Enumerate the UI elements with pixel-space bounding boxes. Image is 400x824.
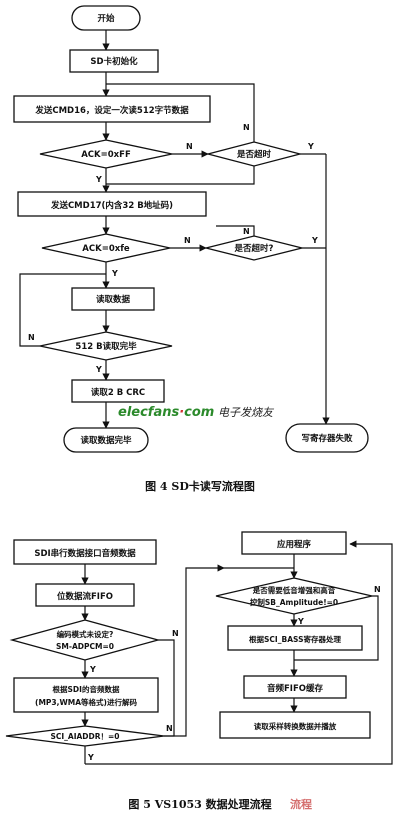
timeout2-yes-label: Y <box>311 236 318 245</box>
check-512-yes-label: Y <box>95 365 102 374</box>
bass-decision <box>215 577 373 615</box>
ack-ff-label: ACK=0xFF <box>81 150 131 160</box>
write-fail-label: 写寄存器失败 <box>301 433 353 444</box>
cmd16-label: 发送CMD16，设定一次读512字节数据 <box>34 105 189 116</box>
sci-aiaddr-yes-label: Y <box>87 753 94 762</box>
watermark-brand: elecfans <box>118 405 179 420</box>
ack-ff-yes-label: Y <box>95 175 102 184</box>
check-512-label: 512 B读取完毕 <box>75 341 137 352</box>
figure-4-caption: 图 4 SD卡读写流程图 <box>145 479 255 493</box>
playback-label: 读取采样转换数据并播放 <box>254 721 337 731</box>
decode-label-1: 根据SDI的音频数据 <box>53 684 120 694</box>
timeout1-yes-label: Y <box>307 142 314 151</box>
bass-yes-label: Y <box>297 617 304 626</box>
timeout2-label: 是否超时? <box>234 243 274 254</box>
sd-init-box <box>69 49 159 73</box>
timeout2-decision <box>205 235 303 261</box>
read-data-box <box>71 287 155 311</box>
ack-ff-no-label: N <box>186 142 193 151</box>
svg-text:elecfans·com: elecfans·com <box>118 405 214 420</box>
start-label: 开始 <box>97 13 115 24</box>
timeout2-no-label: N <box>243 227 250 236</box>
timeout1-label: 是否超时 <box>236 149 272 160</box>
ack-fe-label: ACK=0xfe <box>82 244 130 254</box>
encode-mode-label-2: SM-ADPCM=0 <box>56 642 114 651</box>
decode-label-2: (MP3,WMA等格式)进行解码 <box>35 697 137 707</box>
sci-aiaddr-no-label: N <box>166 724 173 733</box>
encode-mode-decision <box>9 619 161 661</box>
bass-proc-label: 根据SCI_BASS寄存器处理 <box>249 634 341 644</box>
watermark-cn: 电子发烧友 <box>218 406 275 419</box>
bit-fifo-label: 位数据流FIFO <box>57 591 113 602</box>
read-data-label: 读取数据 <box>96 294 131 305</box>
bass-label-2: 控制SB_Amplitude!=0 <box>250 597 338 607</box>
cmd17-label: 发送CMD17(内含32 B地址码) <box>50 200 173 211</box>
sdi-input-box <box>13 539 157 565</box>
decode-box <box>13 677 159 713</box>
sd-init-label: SD卡初始化 <box>90 56 138 67</box>
read-done-terminal <box>63 427 149 453</box>
bass-proc-box <box>227 625 363 651</box>
figure-4: 开始 SD卡初始化 发送CMD16，设定一次读512字节数据 ACK=0xFF … <box>13 5 369 493</box>
elecfans-watermark: elecfans·com 电子发烧友 <box>118 405 275 420</box>
watermark-com: com <box>184 405 214 420</box>
encode-mode-label-1: 编码模式未设定? <box>57 629 114 639</box>
cmd16-box <box>13 95 211 123</box>
sdi-input-label: SDI串行数据接口音频数据 <box>34 548 136 559</box>
app-label: 应用程序 <box>277 539 312 550</box>
ack-fe-yes-label: Y <box>111 269 118 278</box>
bass-label-1: 是否需要低音增强和高音 <box>252 585 336 595</box>
figure-5-caption: 图 5 VS1053 数据处理流程 <box>128 797 271 811</box>
check-512-no-label: N <box>28 333 35 342</box>
encode-mode-no-label: N <box>172 629 179 638</box>
bass-no-label: N <box>374 585 381 594</box>
write-fail-terminal <box>285 423 369 453</box>
caption-stamp: 流程 <box>290 797 312 811</box>
playback-box <box>219 711 371 739</box>
read-crc-label: 读取2 B CRC <box>91 387 145 398</box>
audio-fifo-box <box>243 675 347 699</box>
sci-aiaddr-label: SCI_AIADDR！=0 <box>50 732 119 741</box>
ack-fe-no-label: N <box>184 236 191 245</box>
audio-fifo-label: 音频FIFO缓存 <box>267 683 324 694</box>
read-done-label: 读取数据完毕 <box>80 435 132 446</box>
cmd17-box <box>17 191 207 217</box>
timeout1-no-label: N <box>243 123 250 132</box>
watermark-dot: · <box>179 405 184 420</box>
encode-mode-yes-label: Y <box>89 665 96 674</box>
figure-5: SDI串行数据接口音频数据 位数据流FIFO 编码模式未设定? SM-ADPCM… <box>5 531 393 811</box>
read-crc-box <box>71 379 165 403</box>
